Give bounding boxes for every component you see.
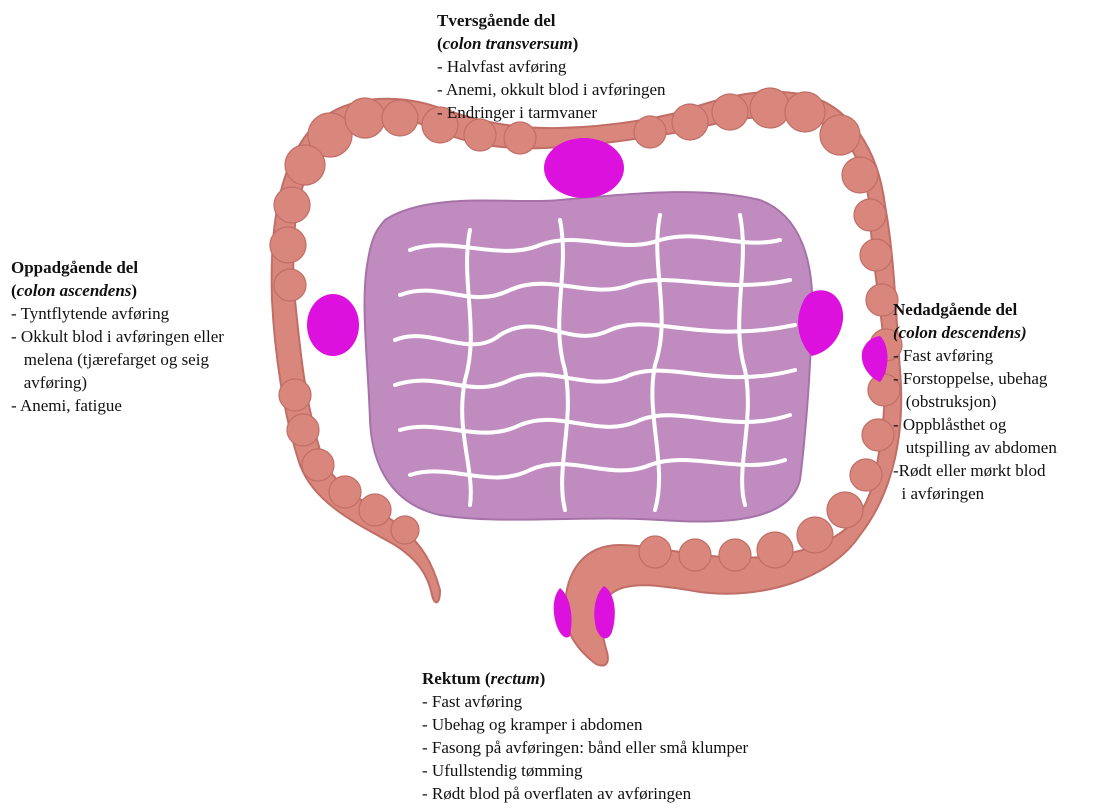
colon-haustrum — [274, 187, 310, 223]
list-item: - Fast avføring — [893, 344, 1093, 367]
rectum-symptom-list: - Fast avføring - Ubehag og kramper i ab… — [422, 690, 882, 805]
list-item: - Rødt blod på overflaten av avføringen — [422, 782, 882, 805]
colon-haustrum — [639, 536, 671, 568]
rectum-latin: rectum — [490, 669, 539, 688]
label-rectum: Rektum (rectum) - Fast avføring - Ubehag… — [422, 667, 882, 805]
colon-haustrum — [757, 532, 793, 568]
ascending-title: Oppadgående del — [11, 256, 301, 279]
tumor-marker-ascending — [307, 294, 359, 356]
colon-haustrum — [382, 100, 418, 136]
colon-haustrum — [285, 145, 325, 185]
transverse-latin: colon transversum — [443, 34, 573, 53]
descending-latin: (colon descendens) — [893, 323, 1027, 342]
colon-haustrum — [287, 414, 319, 446]
label-descending-colon: Nedadgående del (colon descendens) - Fas… — [893, 298, 1093, 505]
descending-symptom-list: - Fast avføring - Forstoppelse, ubehag (… — [893, 344, 1093, 505]
list-item: - Endringer i tarmvaner — [437, 101, 767, 124]
colon-haustrum — [797, 517, 833, 553]
list-item: - Fast avføring — [422, 690, 882, 713]
list-item: - Halvfast avføring — [437, 55, 767, 78]
list-item: - Oppblåsthet og — [893, 413, 1093, 436]
tumor-marker-descending-1 — [798, 290, 843, 356]
list-item: -Rødt eller mørkt blod — [893, 459, 1093, 482]
ascending-latin-close: ) — [131, 281, 137, 300]
colon-haustrum — [850, 459, 882, 491]
colon-haustrum — [854, 199, 886, 231]
colon-haustrum — [719, 539, 751, 571]
colon-haustrum — [820, 115, 860, 155]
list-item: - Okkult blod i avføringen eller — [11, 325, 301, 348]
transverse-title: Tversgående del — [437, 9, 767, 32]
colon-haustrum — [359, 494, 391, 526]
list-item: - Fasong på avføringen: bånd eller små k… — [422, 736, 882, 759]
colon-haustrum — [504, 122, 536, 154]
colon-haustrum — [391, 516, 419, 544]
tumor-marker-transverse — [544, 138, 624, 198]
colon-haustrum — [329, 476, 361, 508]
list-item: avføring) — [11, 371, 301, 394]
tumor-marker-descending-2 — [862, 336, 888, 382]
colon-haustrum — [785, 92, 825, 132]
list-item: utspilling av abdomen — [893, 436, 1093, 459]
colon-haustrum — [862, 419, 894, 451]
list-item: - Ufullstendig tømming — [422, 759, 882, 782]
descending-title: Nedadgående del — [893, 298, 1093, 321]
list-item: - Anemi, okkult blod i avføringen — [437, 78, 767, 101]
list-item: - Anemi, fatigue — [11, 394, 301, 417]
transverse-latin-close: ) — [573, 34, 579, 53]
list-item: melena (tjærefarget og seig — [11, 348, 301, 371]
colon-haustrum — [679, 539, 711, 571]
descending-latin-line: (colon descendens) — [893, 321, 1093, 344]
list-item: - Ubehag og kramper i abdomen — [422, 713, 882, 736]
colon-haustrum — [302, 449, 334, 481]
colon-haustrum — [860, 239, 892, 271]
colon-haustrum — [842, 157, 878, 193]
colon-haustrum — [345, 98, 385, 138]
label-transverse-colon: Tversgående del (colon transversum) - Ha… — [437, 9, 767, 124]
rectum-title: Rektum — [422, 669, 481, 688]
colon-haustrum — [827, 492, 863, 528]
transverse-latin-line: (colon transversum) — [437, 32, 767, 55]
ascending-latin-line: (colon ascendens) — [11, 279, 301, 302]
ascending-symptom-list: - Tyntflytende avføring - Okkult blod i … — [11, 302, 301, 417]
label-ascending-colon: Oppadgående del (colon ascendens) - Tynt… — [11, 256, 301, 417]
rectum-latin-open: ( — [481, 669, 491, 688]
transverse-symptom-list: - Halvfast avføring - Anemi, okkult blod… — [437, 55, 767, 124]
list-item: - Forstoppelse, ubehag — [893, 367, 1093, 390]
ascending-latin: colon ascendens — [17, 281, 132, 300]
list-item: i avføringen — [893, 482, 1093, 505]
rectum-latin-close: ) — [540, 669, 546, 688]
rectum-title-line: Rektum (rectum) — [422, 667, 882, 690]
small-intestine — [365, 192, 813, 522]
list-item: - Tyntflytende avføring — [11, 302, 301, 325]
list-item: (obstruksjon) — [893, 390, 1093, 413]
